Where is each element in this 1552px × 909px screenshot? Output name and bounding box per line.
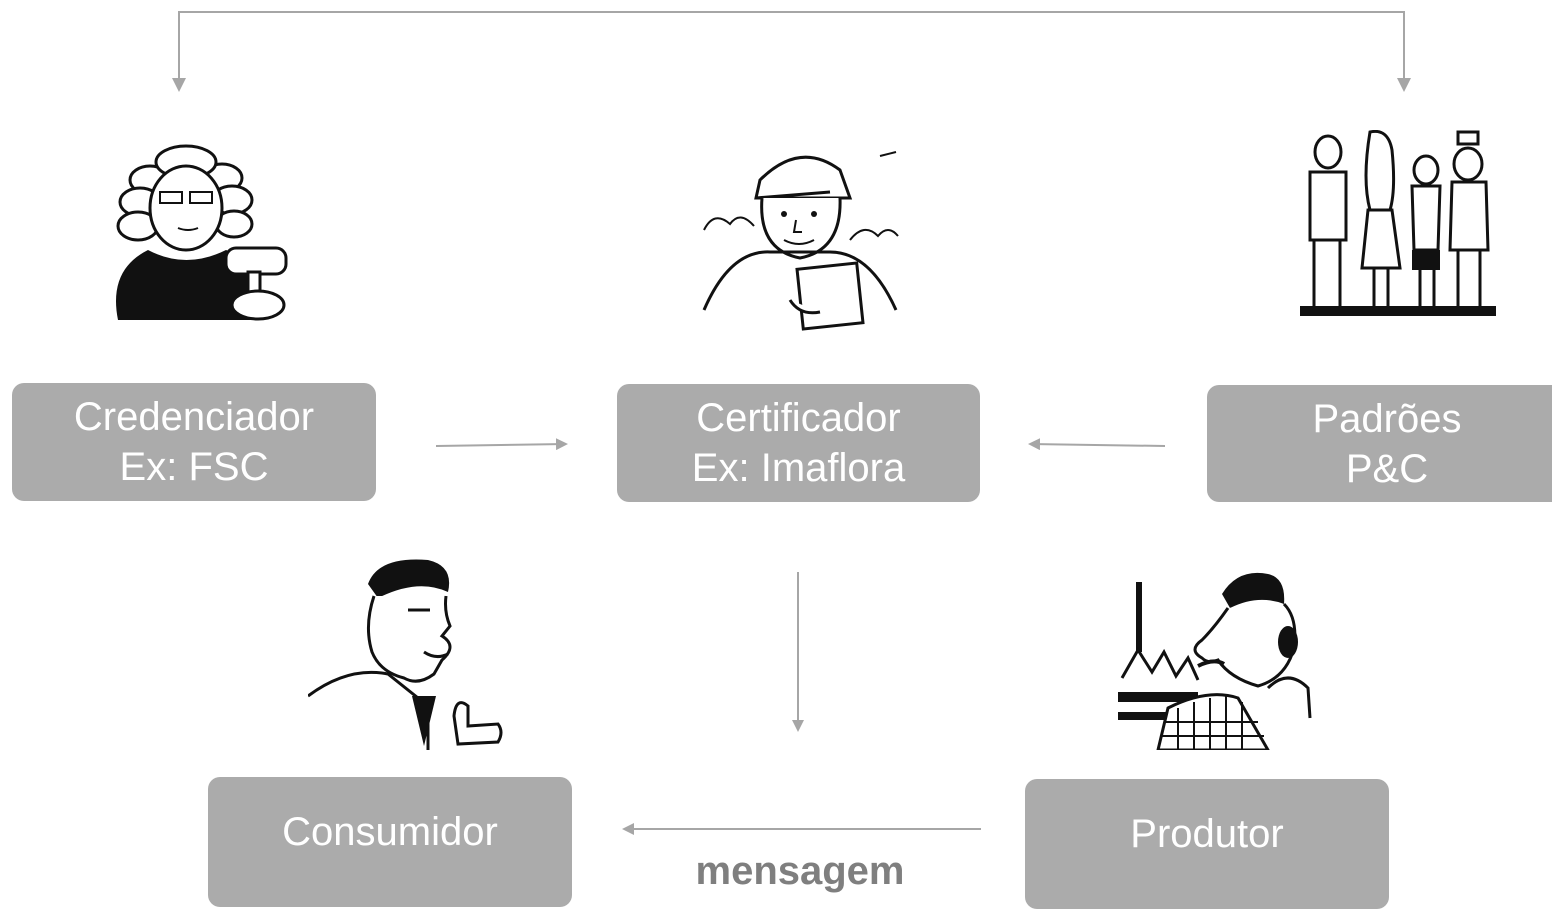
inspector-with-clipboard-icon <box>702 151 899 331</box>
top-bracket-arrow-left <box>172 78 186 92</box>
arrow-credenciador-to-certificador <box>435 438 568 451</box>
stakeholder-group-icon <box>1300 130 1496 316</box>
produtor-node: Produtor <box>1025 779 1389 909</box>
producer-forest-icon <box>1118 572 1312 750</box>
consumidor-node: Consumidor <box>208 777 572 907</box>
credenciador-title: Credenciador <box>73 395 315 439</box>
consumer-thumbs-up-icon <box>308 559 503 750</box>
top-bracket-line <box>178 11 1405 90</box>
credenciador-node: Credenciador Ex: FSC <box>12 383 376 501</box>
credenciador-example: Ex: FSC <box>119 445 269 489</box>
judge-with-gavel-icon <box>116 144 288 321</box>
produtor-title: Produtor <box>1130 812 1284 856</box>
top-bracket-arrow-right <box>1397 78 1411 92</box>
certificador-node: Certificador Ex: Imaflora <box>617 384 980 502</box>
certificador-title: Certificador <box>696 396 901 440</box>
padroes-subtitle: P&C <box>1345 446 1429 491</box>
certificador-example: Ex: Imaflora <box>691 446 906 490</box>
arrow-padroes-to-certificador <box>1028 438 1166 451</box>
message-edge-label: mensagem <box>695 849 905 893</box>
padroes-node: Padrões P&C <box>1207 385 1552 502</box>
padroes-title: Padrões <box>1312 396 1462 441</box>
consumidor-title: Consumidor <box>282 810 498 854</box>
